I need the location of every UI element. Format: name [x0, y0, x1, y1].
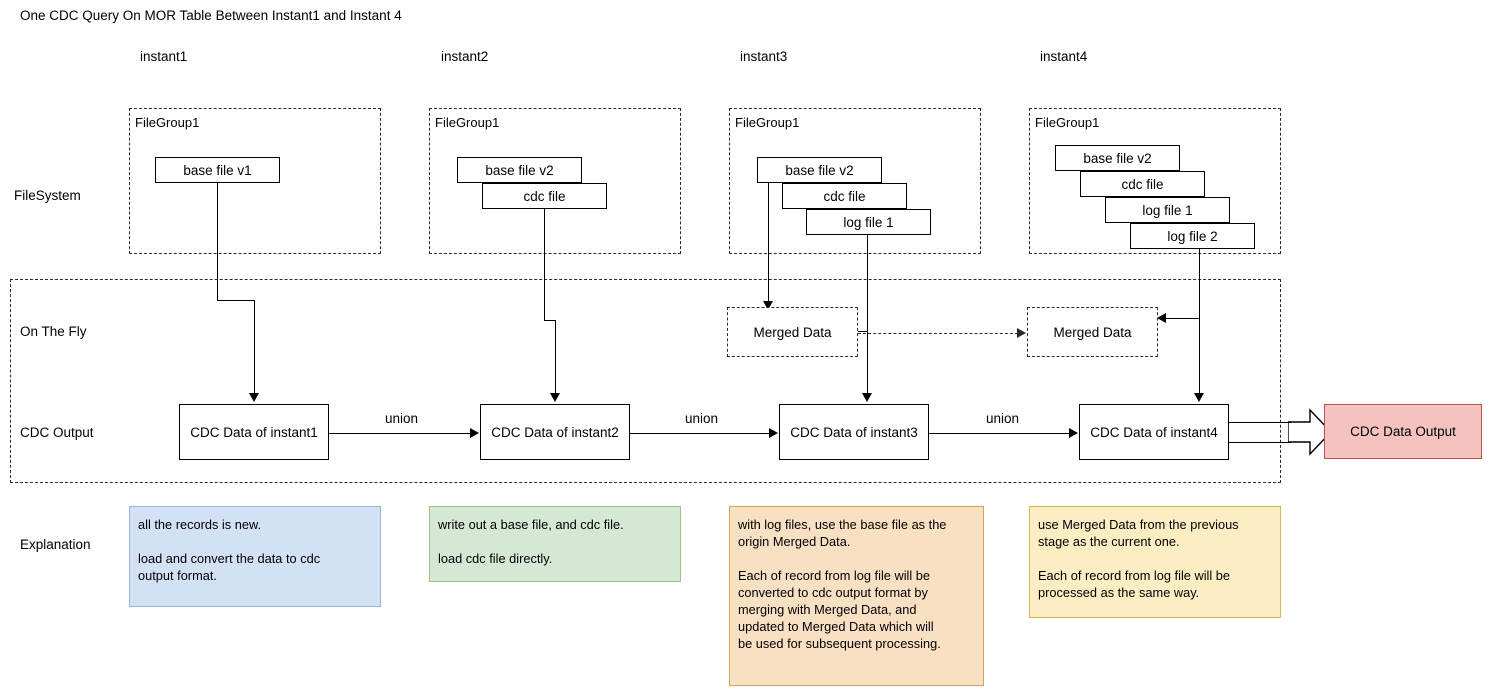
arrowhead-instant1-to-cdc: [249, 393, 259, 402]
arrowhead-log2-into-merged: [1157, 313, 1166, 323]
file-box-log-file-1: log file 1: [806, 209, 931, 235]
connector-output-bottom: [1229, 442, 1291, 443]
union-label-1: union: [385, 411, 419, 426]
filegroup-label: FileGroup1: [1035, 115, 1100, 130]
union-label-3: union: [986, 411, 1020, 426]
file-box-cdc-file: cdc file: [482, 183, 607, 209]
arrowhead-union-1: [470, 428, 479, 438]
connector-instant4-log-to-cdc: [1199, 249, 1200, 393]
merged-data-box-instant4: Merged Data: [1027, 307, 1158, 357]
arrowhead-instant3-to-merged: [763, 301, 773, 310]
filegroup-instant2: FileGroup1: [429, 108, 681, 254]
filegroup-instant3: FileGroup1: [729, 108, 981, 254]
connector-instant2-seg1: [544, 209, 545, 320]
connector-union-1: [329, 433, 471, 434]
connector-instant1-seg2: [254, 300, 255, 393]
cdc-data-box-instant3: CDC Data of instant3: [779, 404, 929, 460]
connector-instant2-seg2: [555, 320, 556, 393]
block-arrow-to-output: [1288, 408, 1332, 456]
filegroup-instant1: FileGroup1: [129, 108, 381, 254]
arrowhead-union-3: [1069, 428, 1078, 438]
page-title: One CDC Query On MOR Table Between Insta…: [20, 8, 402, 23]
connector-instant1-seg1: [217, 183, 218, 300]
row-label-cdc-output: CDC Output: [20, 425, 94, 440]
file-box-log-file-1: log file 1: [1105, 197, 1230, 223]
cdc-data-box-instant2: CDC Data of instant2: [480, 404, 630, 460]
file-box-log-file-2: log file 2: [1130, 223, 1255, 249]
filegroup-label: FileGroup1: [735, 115, 800, 130]
connector-instant2-jog: [544, 320, 556, 321]
row-label-explanation: Explanation: [20, 537, 91, 552]
connector-union-3: [929, 433, 1070, 434]
arrowhead-union-2: [769, 428, 778, 438]
merged-data-box-instant3: Merged Data: [727, 307, 858, 357]
connector-union-2: [630, 433, 770, 434]
explanation-box-instant4: use Merged Data from the previous stage …: [1029, 506, 1281, 618]
connector-merged-to-merged: [858, 333, 1018, 334]
cdc-data-output-box: CDC Data Output: [1324, 404, 1482, 459]
file-box-base-file-v2: base file v2: [1055, 145, 1180, 171]
column-header-instant4: instant4: [1040, 49, 1088, 64]
row-label-filesystem: FileSystem: [14, 188, 81, 203]
file-box-cdc-file: cdc file: [782, 183, 907, 209]
connector-instant3-base-to-merged: [768, 183, 769, 303]
file-box-base-file-v1: base file v1: [155, 157, 280, 183]
arrowhead-instant2-to-cdc: [550, 393, 560, 402]
column-header-instant3: instant3: [740, 49, 788, 64]
cdc-data-box-instant4: CDC Data of instant4: [1079, 404, 1229, 460]
arrowhead-merged-to-merged: [1017, 328, 1026, 338]
file-box-base-file-v2: base file v2: [757, 157, 882, 183]
connector-instant3-log-to-cdc: [867, 235, 868, 393]
on-the-fly-cdc-container: [10, 279, 1281, 483]
filegroup-label: FileGroup1: [435, 115, 500, 130]
connector-instant4-log-to-merged: [1166, 318, 1200, 319]
filegroup-label: FileGroup1: [135, 115, 200, 130]
file-box-cdc-file: cdc file: [1080, 171, 1205, 197]
connector-instant1-jog: [217, 300, 255, 301]
file-box-base-file-v2: base file v2: [457, 157, 582, 183]
explanation-box-instant2: write out a base file, and cdc file. loa…: [429, 506, 681, 582]
arrowhead-instant4-to-cdc: [1194, 393, 1204, 402]
union-label-2: union: [685, 411, 719, 426]
explanation-box-instant3: with log files, use the base file as the…: [729, 506, 984, 686]
column-header-instant2: instant2: [441, 49, 489, 64]
arrowhead-instant3-to-cdc: [862, 393, 872, 402]
column-header-instant1: instant1: [140, 49, 188, 64]
cdc-data-box-instant1: CDC Data of instant1: [179, 404, 329, 460]
connector-output-top: [1229, 422, 1291, 423]
explanation-box-instant1: all the records is new. load and convert…: [129, 506, 381, 607]
filegroup-instant4: FileGroup1: [1029, 108, 1281, 254]
row-label-on-the-fly: On The Fly: [20, 324, 87, 339]
